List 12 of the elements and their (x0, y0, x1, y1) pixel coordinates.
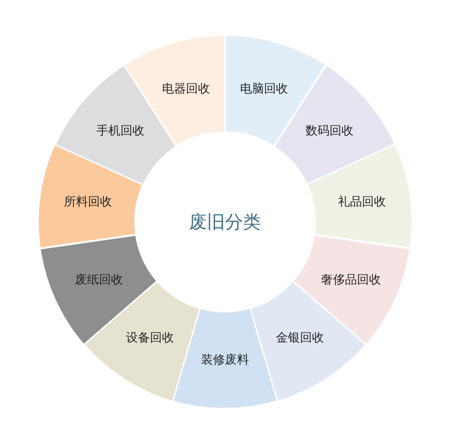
segment-label: 电器回收 (162, 80, 210, 98)
segment-label: 装修废料 (200, 352, 249, 369)
segment-label: 电脑回收 (240, 80, 288, 98)
segment-label: 设备回收 (126, 330, 174, 347)
segment-label: 金银回收 (276, 330, 324, 347)
segment-label: 礼品回收 (338, 194, 386, 211)
segment-label: 奢侈品回收 (320, 271, 381, 288)
segment-label: 所料回收 (64, 194, 112, 211)
segment-label: 废纸回收 (75, 271, 123, 288)
segment-label: 手机回收 (96, 122, 144, 140)
segment-label: 数码回收 (306, 122, 354, 140)
category-title: 废旧分类 (189, 211, 261, 234)
